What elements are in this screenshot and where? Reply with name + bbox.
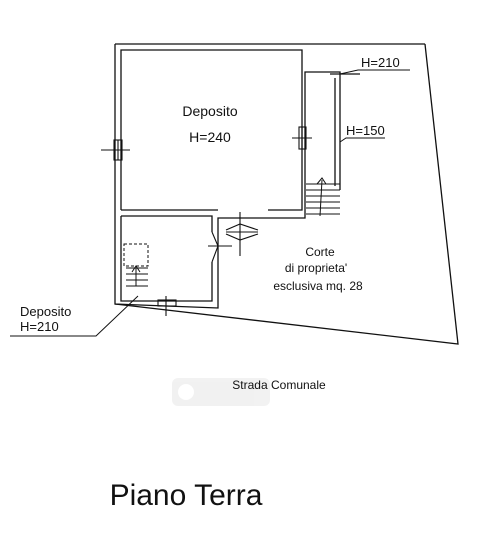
- stair-top-height: H=210: [361, 55, 400, 70]
- leaders: [10, 69, 410, 337]
- openings: [101, 126, 312, 316]
- stair-wall: [304, 71, 341, 190]
- watermark-logo: [172, 378, 270, 406]
- small-stair-box: [123, 243, 149, 267]
- leader-h210-top: [339, 69, 410, 75]
- courtyard-line2: di proprieta': [285, 261, 347, 275]
- small-room-wall-2: [120, 216, 213, 302]
- small-room-wall: [121, 215, 213, 232]
- main-room-inner-wall: [120, 49, 303, 211]
- door-main: [225, 212, 259, 256]
- plan-title: Piano Terra: [110, 479, 263, 512]
- window-west: [101, 139, 130, 161]
- leader-h150: [339, 137, 385, 143]
- stairs: [123, 177, 340, 287]
- stair-arrow: [319, 179, 323, 217]
- lot-boundary: [114, 43, 459, 345]
- outer-wall: [114, 44, 306, 309]
- courtyard-line1: Corte: [305, 245, 335, 259]
- street-name: Strada Comunale: [232, 378, 326, 392]
- leader-deposito-small: [10, 295, 139, 337]
- stair-arrow-head: [131, 265, 141, 273]
- main-room-height: H=240: [189, 129, 231, 145]
- courtyard-line3: esclusiva mq. 28: [273, 279, 363, 293]
- door-small-room: [208, 231, 232, 263]
- window-south: [157, 296, 177, 316]
- small-room-name: Deposito: [20, 304, 71, 319]
- main-room-name: Deposito: [182, 103, 237, 119]
- small-room-height: H=210: [20, 319, 59, 334]
- stair-arrow-head: [316, 177, 327, 185]
- window-east: [292, 126, 312, 150]
- stair-mid-height: H=150: [346, 123, 385, 138]
